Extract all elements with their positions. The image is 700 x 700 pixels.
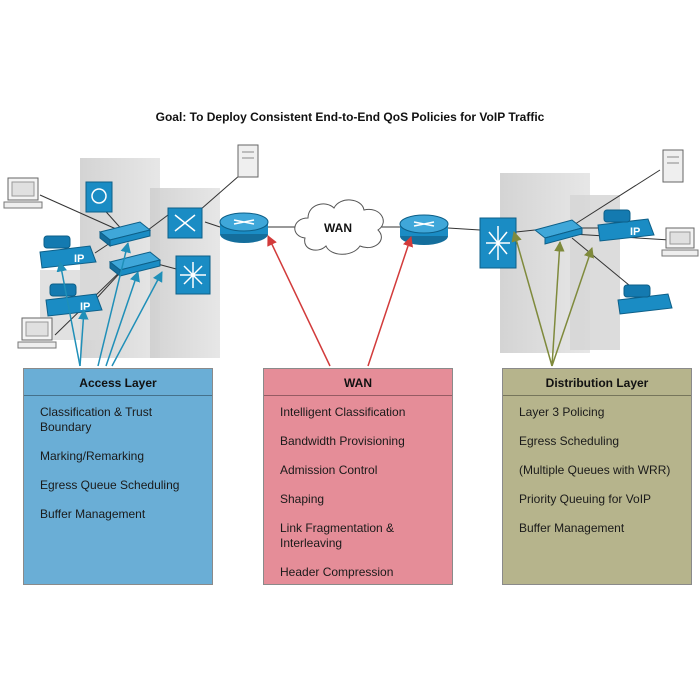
list-item: Shaping	[280, 492, 325, 506]
ip-label: IP	[630, 226, 640, 238]
wan-cloud-label: WAN	[324, 221, 352, 235]
router-icon	[219, 212, 269, 243]
list-item: Layer 3 Policing	[519, 405, 605, 419]
ip-label: IP	[80, 301, 90, 313]
list-item: (Multiple Queues with WRR)	[519, 463, 671, 477]
access-switch-icon	[533, 219, 584, 245]
list-item: Header Compression	[280, 565, 394, 579]
list-item: Priority Queuing for VoIP	[519, 492, 652, 506]
wan-cloud-icon: WAN	[294, 199, 384, 255]
list-item: Classification & Trust Boundary	[40, 405, 153, 434]
distribution-layer-header: Distribution Layer	[503, 369, 691, 396]
list-item: Egress Queue Scheduling	[40, 478, 180, 492]
list-item: Buffer Management	[519, 521, 625, 535]
distribution-layer-panel: Distribution Layer Layer 3 Policing Egre…	[502, 368, 692, 585]
diagram-title: Goal: To Deploy Consistent End-to-End Qo…	[155, 110, 545, 124]
pc-icon	[17, 317, 57, 349]
list-item: Bandwidth Provisioning	[280, 434, 405, 448]
multilayer-switch-icon	[175, 255, 211, 295]
access-layer-list: Classification & Trust Boundary Marking/…	[40, 405, 202, 536]
pc-icon	[3, 177, 43, 209]
ip-label: IP	[74, 253, 84, 265]
multilayer-switch-icon	[167, 207, 203, 239]
wan-panel: WAN Intelligent Classification Bandwidth…	[263, 368, 453, 585]
distribution-arrows	[511, 230, 594, 367]
wan-header: WAN	[264, 369, 452, 396]
multilayer-switch-icon	[479, 217, 517, 269]
wan-list: Intelligent Classification Bandwidth Pro…	[280, 405, 442, 594]
list-item: Egress Scheduling	[519, 434, 620, 448]
list-item: Buffer Management	[40, 507, 146, 521]
list-item: Link Fragmentation & Interleaving	[280, 521, 395, 550]
access-arrows	[56, 241, 163, 367]
access-layer-header: Access Layer	[24, 369, 212, 396]
server-icon	[662, 149, 684, 183]
server-icon	[237, 144, 259, 178]
pc-icon	[661, 227, 699, 257]
list-item: Intelligent Classification	[280, 405, 406, 419]
access-layer-panel: Access Layer Classification & Trust Boun…	[23, 368, 213, 585]
ip-phone-icon: IP	[39, 235, 97, 269]
distribution-layer-list: Layer 3 Policing Egress Scheduling (Mult…	[519, 405, 681, 550]
list-item: Marking/Remarking	[40, 449, 145, 463]
ip-phone-icon: IP	[597, 209, 655, 242]
ip-phone-icon	[617, 284, 673, 315]
list-item: Admission Control	[280, 463, 378, 477]
wan-arrows	[267, 235, 413, 367]
access-switch-icon	[98, 221, 152, 248]
call-manager-icon	[85, 181, 113, 213]
router-icon	[399, 214, 449, 245]
